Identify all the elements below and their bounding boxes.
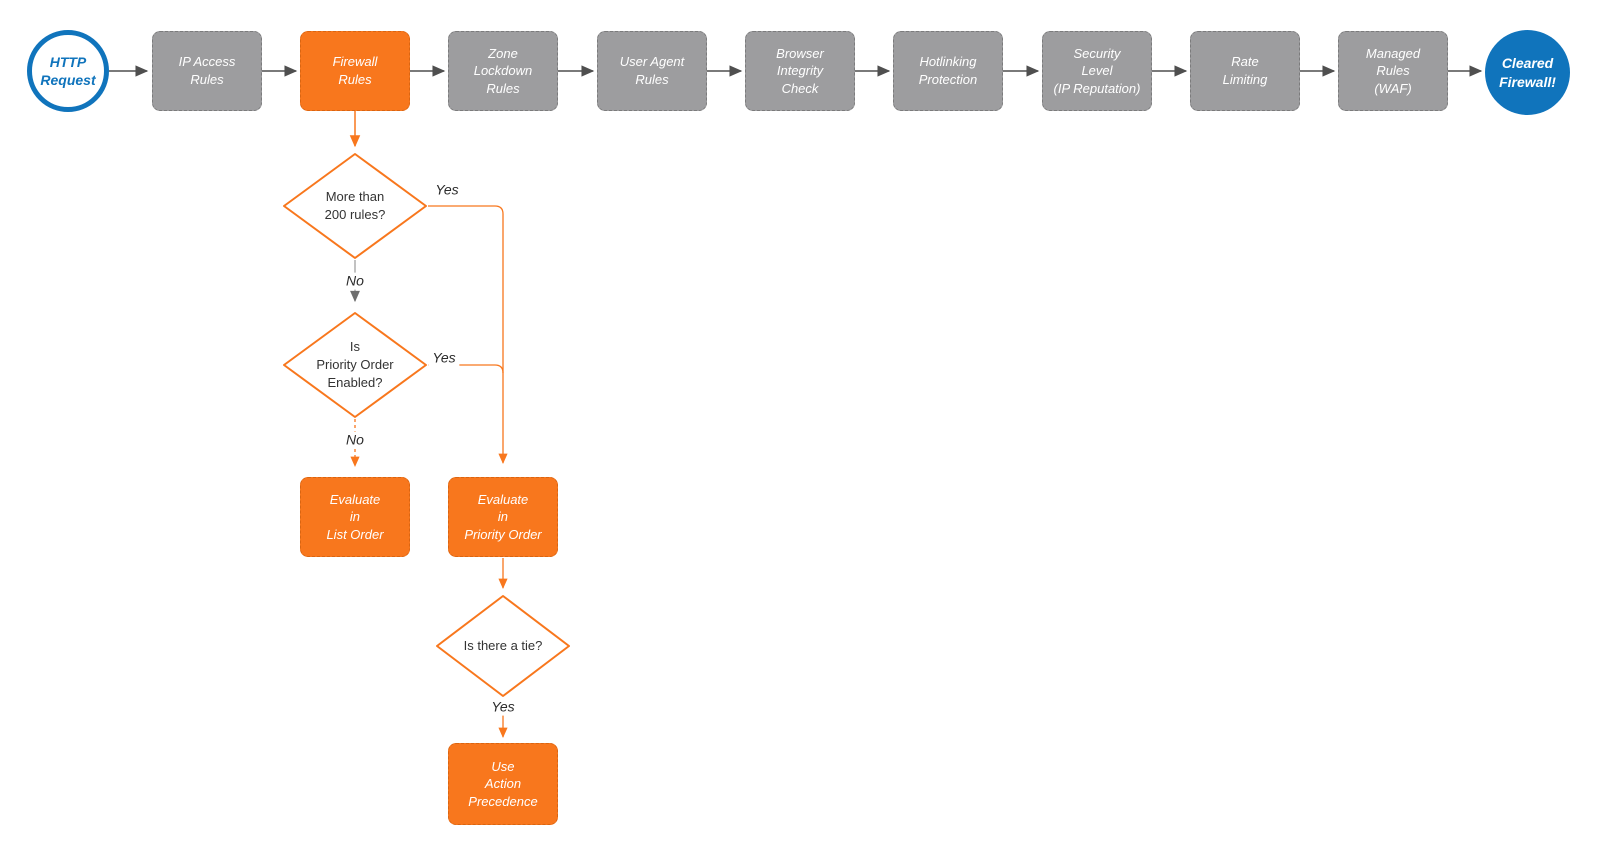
node-evaluate-in-list-order: Evaluate in List Order	[300, 477, 410, 557]
decision-priority-order-enabled: Is Priority Order Enabled?	[282, 311, 428, 419]
node-zone-lockdown-rules: Zone Lockdown Rules	[448, 31, 558, 111]
node-hotlinking-protection: Hotlinking Protection	[893, 31, 1003, 111]
end-terminal-cleared-firewall: Cleared Firewall!	[1485, 30, 1570, 115]
node-user-agent-rules: User Agent Rules	[597, 31, 707, 111]
decision-is-there-a-tie: Is there a tie?	[435, 594, 571, 698]
edge-label-decision2-no: No	[342, 431, 368, 449]
node-browser-integrity-check: Browser Integrity Check	[745, 31, 855, 111]
start-terminal-http-request: HTTP Request	[27, 30, 109, 112]
edge-label-decision2-yes: Yes	[428, 349, 460, 367]
edge-decision1-yes	[428, 205, 508, 465]
node-evaluate-in-priority-order: Evaluate in Priority Order	[448, 477, 558, 557]
edge-label-decision1-no: No	[342, 272, 368, 290]
diamond-shape	[283, 153, 427, 259]
edge-label-decision1-yes: Yes	[431, 181, 463, 199]
edge-label-decision3-yes: Yes	[487, 698, 519, 716]
node-firewall-rules: Firewall Rules	[300, 31, 410, 111]
decision-more-than-200-rules: More than 200 rules?	[282, 152, 428, 260]
decision-label: More than 200 rules?	[324, 188, 386, 222]
node-rate-limiting: Rate Limiting	[1190, 31, 1300, 111]
diamond-shape	[436, 595, 570, 697]
node-security-level-ip-reputation: Security Level (IP Reputation)	[1042, 31, 1152, 111]
node-use-action-precedence: Use Action Precedence	[448, 743, 558, 825]
decision-label: Is there a tie?	[463, 637, 543, 653]
node-managed-rules-waf: Managed Rules (WAF)	[1338, 31, 1448, 111]
edge-decision2-yes	[428, 364, 504, 374]
decision-label: Is Priority Order Enabled?	[316, 338, 394, 391]
diamond-shape	[283, 312, 427, 418]
node-ip-access-rules: IP Access Rules	[152, 31, 262, 111]
